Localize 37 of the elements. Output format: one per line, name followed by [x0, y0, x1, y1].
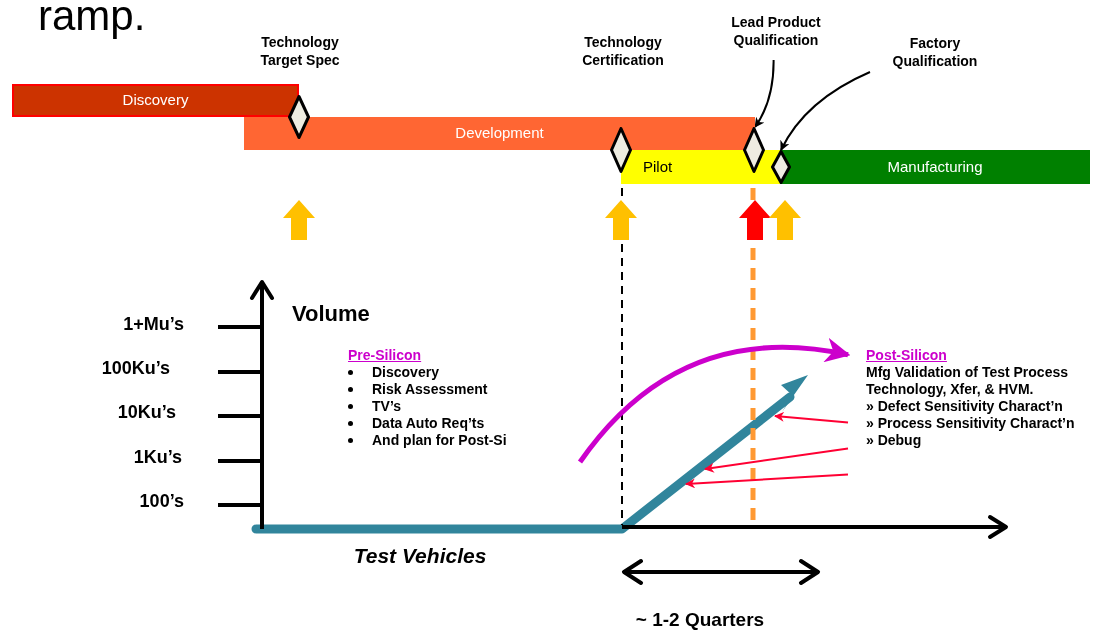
milestone-label: Factory Qualification — [870, 32, 1000, 72]
phase-bar: Development — [244, 117, 755, 150]
axis-label: Test Vehicles — [352, 543, 488, 569]
milestone-diamond — [743, 127, 765, 173]
leader-arrow — [780, 71, 871, 151]
milestone-diamond — [610, 127, 632, 173]
section-heading: Pre-Silicon — [348, 347, 422, 364]
text-line: » Process Sensitivity Charact’n — [866, 415, 1075, 432]
bullet-item: Data Auto Req’ts — [348, 415, 485, 432]
arrow — [578, 338, 851, 464]
phase-bar: Manufacturing — [780, 150, 1090, 184]
bullet-item: Risk Assessment — [348, 381, 488, 398]
text-line: Mfg Validation of Test Process Technology, Xfer, & HVM. — [866, 364, 1069, 398]
milestone-label: Technology Certification — [581, 33, 665, 69]
bullet-item: TV’s — [348, 398, 402, 415]
duration-label: ~ 1-2 Quarters — [634, 608, 766, 631]
phase-bar: Discovery — [12, 84, 299, 117]
bullet-item: And plan for Post-Si — [348, 432, 507, 449]
bullet-item: Discovery — [348, 364, 439, 381]
tick-label: 100’s — [138, 490, 184, 513]
arrow — [685, 473, 849, 489]
text-line: » Defect Sensitivity Charact’n — [866, 398, 1063, 415]
tick-label: 1+Mu’s — [122, 313, 184, 336]
tick-label: 10Ku’s — [116, 401, 176, 424]
tick-label: 100Ku’s — [100, 357, 170, 380]
arrow — [774, 411, 849, 424]
milestone-label: Technology Target Spec — [259, 33, 341, 69]
tick-label: 1Ku’s — [132, 446, 182, 469]
leader-arrow — [754, 59, 775, 128]
axis-title: Volume — [292, 300, 371, 328]
text-line: » Debug — [866, 432, 922, 449]
milestone-label: Lead Product Qualification — [716, 2, 836, 60]
milestone-diamond — [771, 150, 791, 184]
arrow — [704, 447, 849, 473]
title-fragment: ramp. — [38, 0, 147, 40]
milestone-diamond — [288, 95, 310, 139]
section-heading: Post-Silicon — [866, 347, 947, 364]
